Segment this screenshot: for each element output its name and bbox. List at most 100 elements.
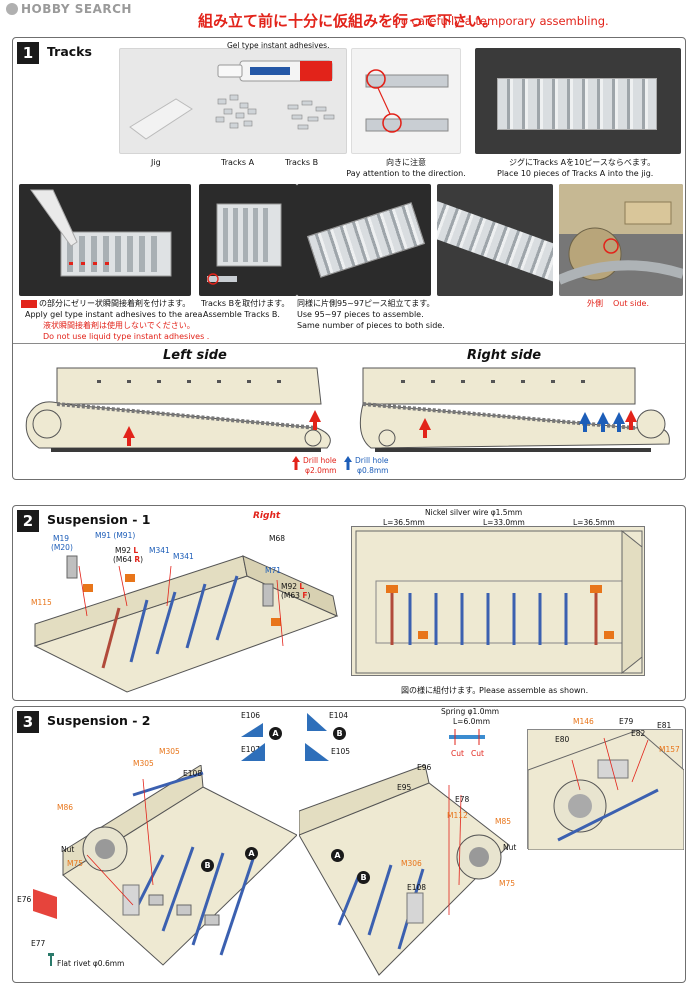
part-m63: (M63 F) (281, 591, 311, 600)
outside-illustration (559, 184, 683, 285)
flat-rivet-icon (48, 953, 54, 966)
part-e82: E82 (631, 729, 646, 738)
step3-title: Suspension - 2 (47, 713, 151, 728)
spring-label: Spring φ1.0mm (441, 707, 500, 716)
noliquid-jp: 液状瞬間接着剤は使用しないでください。 (43, 321, 195, 330)
photo-outside (559, 184, 683, 296)
apply-jp: の部分にゼリー状瞬間接着剤を付けます。 (39, 299, 191, 308)
part-e76-shape (33, 889, 57, 919)
photo-jig-tracks (475, 48, 681, 154)
assemble-b-illustration (207, 203, 282, 285)
drill-red-arrow-icon (292, 456, 300, 470)
part-m64r: (M64 R) (113, 555, 144, 564)
part-e104-shape (307, 713, 327, 731)
part-e96: E96 (417, 763, 432, 772)
part-m20: (M20) (51, 543, 73, 552)
part-e106: E106 (241, 711, 261, 720)
cut-label-1: Cut (451, 749, 464, 758)
outside-en: Out side. (613, 299, 649, 308)
part-e76: E76 (17, 895, 32, 904)
hobby-search-logo-icon (6, 3, 18, 15)
drill-blue-label: Drill hole (355, 456, 389, 465)
direction-illustration (365, 69, 449, 133)
photo-track-long (437, 184, 553, 296)
len-right: L=36.5mm (573, 518, 615, 527)
hull-sides-box (13, 343, 686, 481)
photo-parts (119, 48, 347, 154)
part-m86a: M86 (57, 803, 74, 812)
drill-red-label: Drill hole (303, 456, 337, 465)
part-e105: E105 (331, 747, 351, 756)
part-e78: E78 (455, 795, 470, 804)
same-jp: 同様に片側95~97ピース組立てます。 (297, 299, 435, 308)
part-m341a: M341 (149, 546, 170, 555)
step1-panel: 1 Tracks (12, 37, 686, 480)
photo-assemble-b (199, 184, 297, 296)
marker-b-1: B (333, 727, 346, 740)
right-side-title: Right side (467, 348, 542, 363)
jig-label: Jig (151, 158, 161, 167)
step1-number: 1 (17, 42, 39, 64)
marker-a-1: A (269, 727, 282, 740)
marker-a-3: A (331, 849, 344, 862)
part-m71: M71 (265, 566, 282, 575)
part-e105-shape (305, 743, 329, 761)
glue-label: Gel type instant adhesives. (227, 41, 330, 50)
same-en2: Same number of pieces to both side. (297, 321, 445, 330)
flat-rivet-label: Flat rivet φ0.6mm (57, 959, 125, 968)
torsion-bar-drawing (355, 529, 643, 675)
part-m91: M91 (M91) (95, 531, 136, 540)
direction-en: Pay attention to the direction. (346, 169, 466, 178)
part-e107b-shape (241, 743, 265, 761)
photo-direction (351, 48, 461, 154)
part-m92l2: M92 L (281, 582, 305, 591)
tracks-a-label: Tracks A (221, 158, 255, 167)
left-side-title: Left side (163, 348, 227, 363)
spring-icon (449, 729, 485, 745)
drill-blue-size: φ0.8mm (357, 466, 389, 475)
part-m306: M306 (401, 859, 422, 868)
right-hull-drawing (359, 367, 670, 452)
marker-a-2: A (245, 847, 258, 860)
part-m305a: M305 (133, 759, 154, 768)
photo-apply-glue (19, 184, 191, 296)
outside-jp: 外側 (587, 299, 603, 308)
left-hull-drawing (25, 367, 331, 452)
part-m92l: M92 L (115, 546, 139, 555)
suspension1-iso-drawing (33, 555, 339, 693)
watermark: HOBBY SEARCH (6, 2, 132, 16)
marker-b-2: B (201, 859, 214, 872)
part-m146: M146 (573, 717, 594, 726)
track-long-strip (437, 201, 553, 283)
part-m75a: M75 (67, 859, 84, 868)
same-en1: Use 95~97 pieces to assemble. (297, 310, 424, 319)
suspension2-mid-drawing (299, 765, 510, 976)
part-m68: M68 (269, 534, 286, 543)
photo-track-run (297, 184, 431, 296)
part-e79: E79 (619, 717, 634, 726)
part-e81: E81 (657, 721, 672, 730)
part-e80: E80 (555, 735, 570, 744)
apply-en: Apply gel type instant adhesives to the … (25, 310, 205, 319)
track-run-strip (306, 202, 426, 278)
nickel-wire-label: Nickel silver wire φ1.5mm (425, 508, 523, 517)
part-e107-shape (241, 723, 263, 737)
nut-label-r: Nut (503, 843, 517, 852)
part-e95: E95 (397, 783, 412, 792)
step2-title: Suspension - 1 (47, 512, 151, 527)
part-m305b: M305 (159, 747, 180, 756)
part-m75b: M75 (499, 879, 516, 888)
step3-number: 3 (17, 711, 39, 733)
jig-track-row (497, 78, 657, 130)
part-m115: M115 (31, 598, 52, 607)
part-m19: M19 (53, 534, 70, 543)
step2-number: 2 (17, 510, 39, 532)
direction-jp: 向きに注意 (386, 158, 426, 167)
rear-idler-inset (527, 729, 685, 851)
apply-glue-illustration (30, 189, 172, 277)
jig-jp: ジグにTracks Aを10ピースならべます。 (509, 158, 656, 167)
attach-en: Assemble Tracks B. (203, 310, 280, 319)
drill-red-size: φ2.0mm (305, 466, 337, 475)
spring-length: L=6.0mm (453, 717, 491, 726)
header-en: Do carefully a temporary assembling. (392, 14, 609, 28)
